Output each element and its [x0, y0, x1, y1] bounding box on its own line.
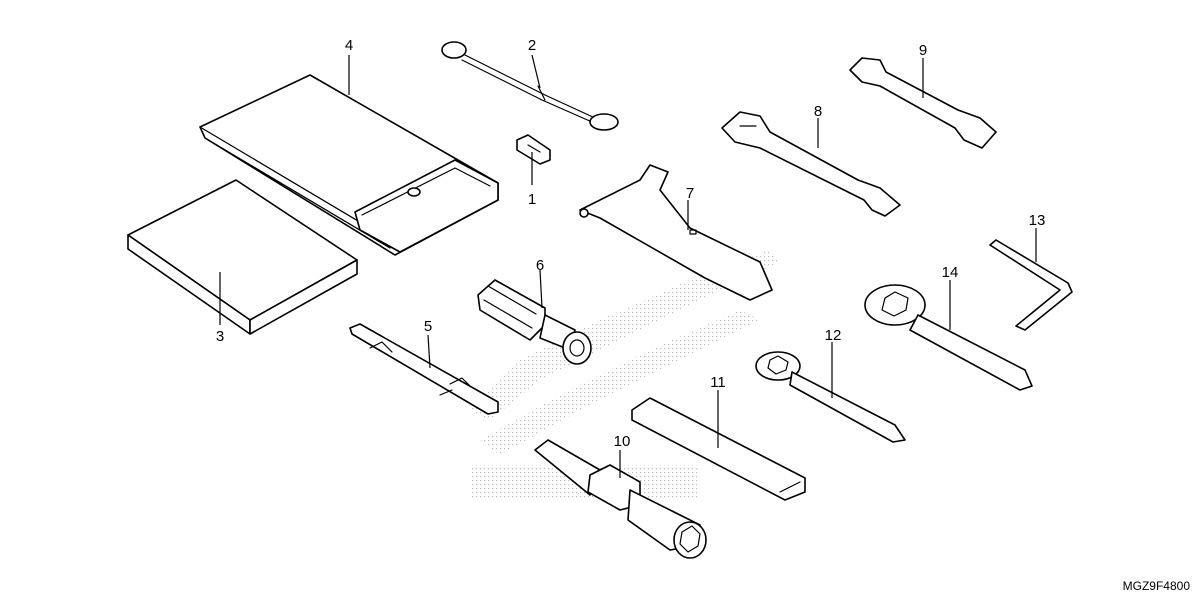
open-end-wrench-8-part: [721, 111, 901, 217]
callout-labels: 4 2 1 3 5 6 7 8 9 10 11 12 13 14: [216, 37, 1046, 450]
callout-2: 2: [528, 37, 536, 54]
ring-wrench-12-part: [755, 351, 906, 443]
callout-11: 11: [710, 374, 726, 391]
extension-bar-part: [631, 397, 806, 501]
callout-5: 5: [424, 318, 432, 335]
drawing-code: MGZ9F4800: [1123, 579, 1191, 593]
leader-lines: [219, 54, 1037, 478]
callout-3: 3: [216, 328, 224, 345]
tool-bag-part: [199, 74, 499, 256]
callout-14: 14: [942, 264, 959, 281]
callout-1: 1: [528, 191, 536, 208]
clip-part: [516, 134, 551, 165]
pin-spanner-part: [579, 164, 773, 301]
open-end-wrench-9-part: [849, 57, 997, 149]
hex-key-part: [989, 239, 1073, 331]
callout-12: 12: [825, 327, 842, 344]
callout-8: 8: [814, 103, 822, 120]
ring-wrench-14-part: [864, 284, 1033, 391]
helmet-cable-part: [441, 41, 619, 131]
callout-7: 7: [686, 185, 694, 202]
callout-10: 10: [614, 433, 631, 450]
callout-13: 13: [1029, 212, 1046, 229]
screwdriver-handle-part: [477, 279, 592, 365]
spark-plug-wrench-part: [534, 439, 707, 559]
callout-4: 4: [345, 37, 353, 54]
callout-9: 9: [919, 42, 927, 59]
screwdriver-bit-part: [349, 323, 499, 415]
callout-6: 6: [536, 257, 544, 274]
